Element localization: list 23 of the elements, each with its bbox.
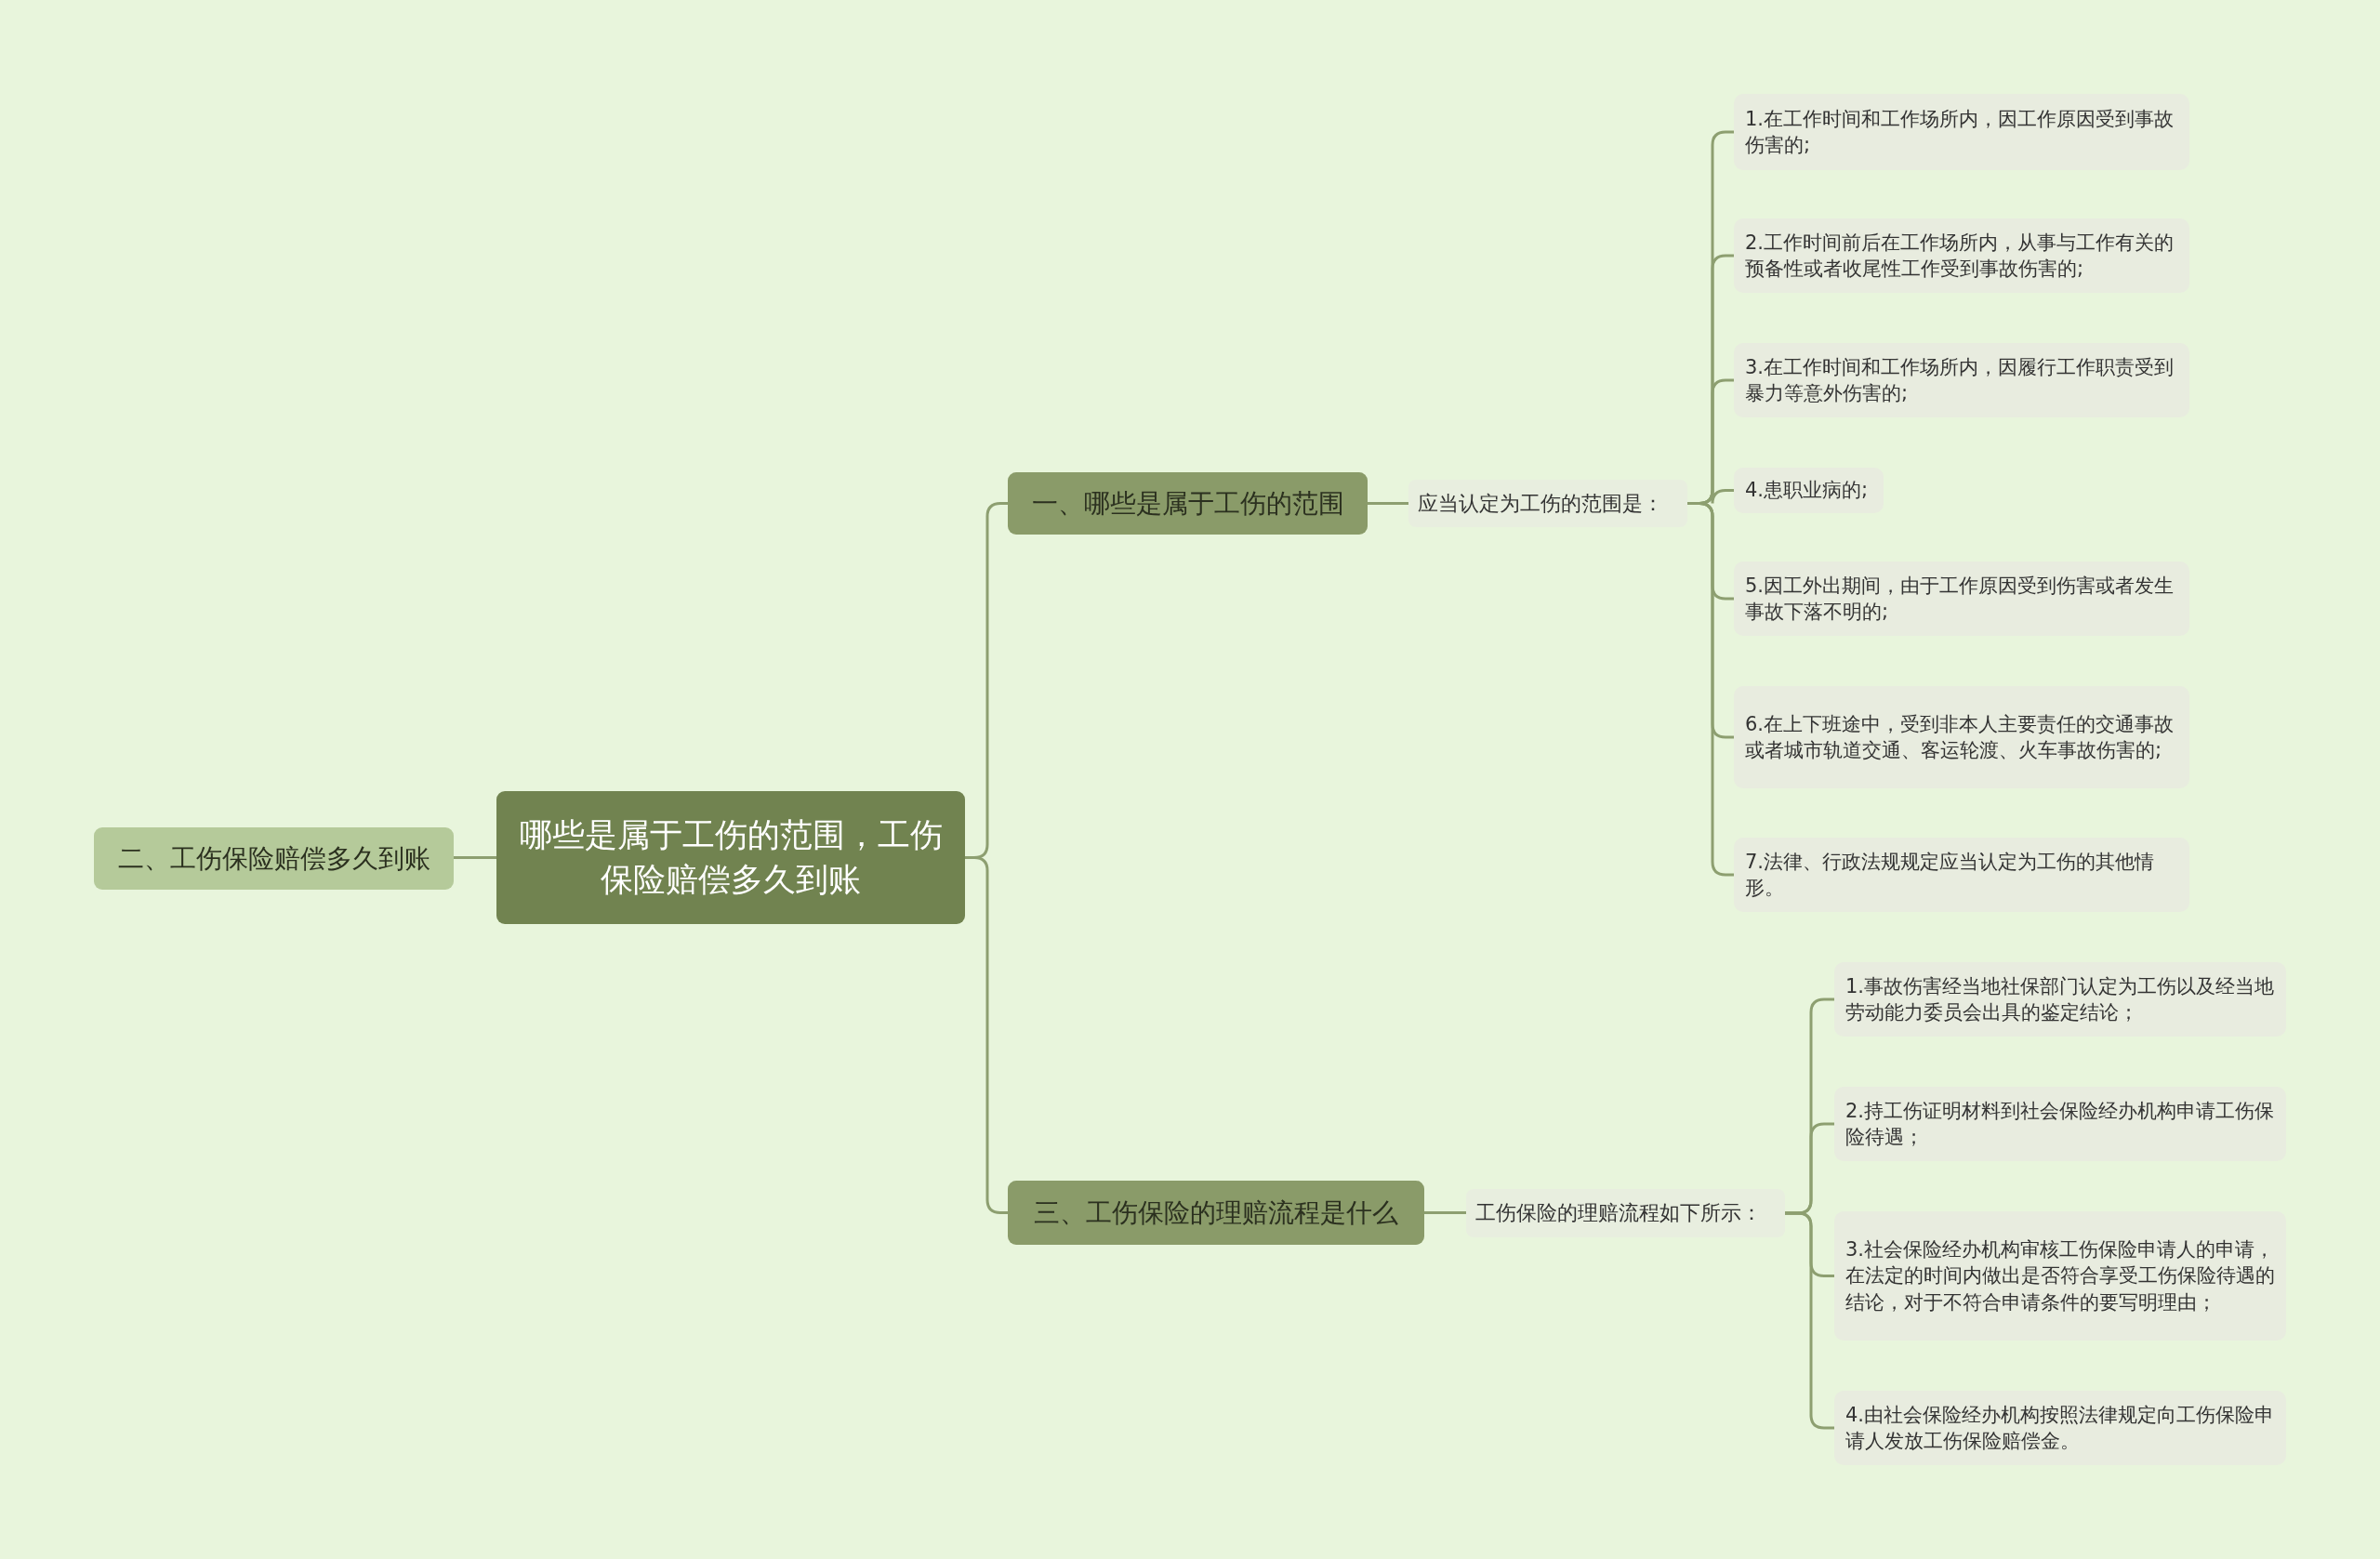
connector-line — [1424, 1211, 1466, 1214]
leaf-topic-box: 3.在工作时间和工作场所内，因履行工作职责受到暴力等意外伤害的; — [1734, 343, 2189, 417]
leaf-topic-box: 1.在工作时间和工作场所内，因工作原因受到事故伤害的; — [1734, 94, 2189, 170]
leaf-topic-box: 7.法律、行政法规规定应当认定为工伤的其他情形。 — [1734, 838, 2189, 912]
connector-line — [454, 856, 496, 859]
leaf-topic-box: 4.由社会保险经办机构按照法律规定向工伤保险申请人发放工伤保险赔偿金。 — [1834, 1391, 2286, 1465]
leaf-topic-box: 4.患职业病的; — [1734, 468, 1884, 513]
subtopic-box: 工伤保险的理赔流程如下所示： — [1466, 1189, 1785, 1237]
leaf-topic-box: 2.持工伤证明材料到社会保险经办机构申请工伤保险待遇； — [1834, 1087, 2286, 1161]
connector-line — [1785, 1211, 1834, 1430]
branch-topic-box: 一、哪些是属于工伤的范围 — [1008, 472, 1368, 535]
leaf-topic-box: 6.在上下班途中，受到非本人主要责任的交通事故或者城市轨道交通、客运轮渡、火车事故伤害的; — [1734, 686, 2189, 788]
branch-topic-box: 三、工伤保险的理赔流程是什么 — [1008, 1181, 1424, 1245]
connector-line — [1687, 502, 1734, 877]
connector-line — [1368, 502, 1408, 505]
leaf-topic-box: 2.工作时间前后在工作场所内，从事与工作有关的预备性或者收尾性工作受到事故伤害的; — [1734, 218, 2189, 293]
leaf-topic-box: 1.事故伤害经当地社保部门认定为工伤以及经当地劳动能力委员会出具的鉴定结论； — [1834, 962, 2286, 1037]
root-topic-box: 哪些是属于工伤的范围，工伤保险赔偿多久到账 — [496, 791, 965, 924]
subtopic-box: 应当认定为工伤的范围是： — [1408, 480, 1687, 527]
leaf-topic-box: 3.社会保险经办机构审核工伤保险申请人的申请，在法定的时间内做出是否符合享受工伤保险待遇的结论，对于不符合申请条件的要写明理由； — [1834, 1211, 2286, 1341]
connector-line — [965, 856, 1008, 1214]
leaf-topic-box: 5.因工外出期间，由于工作原因受到伤害或者发生事故下落不明的; — [1734, 562, 2189, 636]
branch-topic-box: 二、工伤保险赔偿多久到账 — [94, 827, 454, 890]
